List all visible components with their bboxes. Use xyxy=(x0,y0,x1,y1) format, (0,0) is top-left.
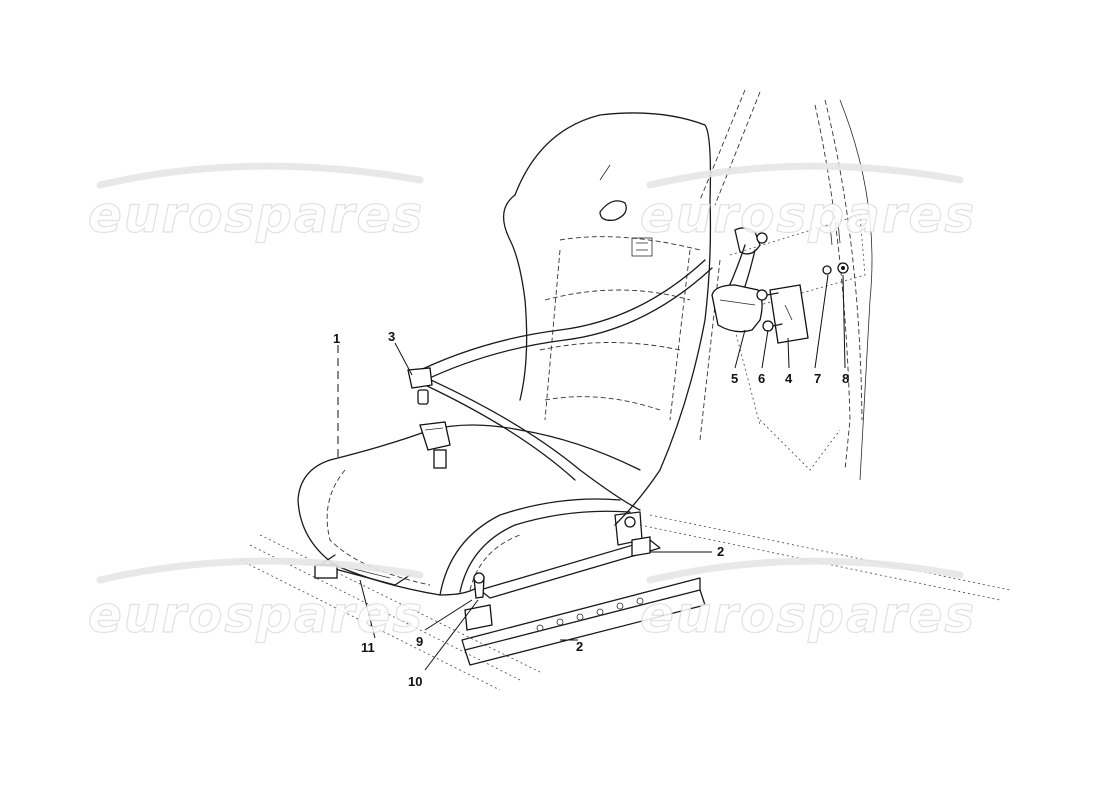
callout-7: 7 xyxy=(814,371,821,386)
watermark-text: eurospares xyxy=(640,586,976,644)
seat-slides xyxy=(314,511,706,666)
watermark-text: eurospares xyxy=(88,186,424,244)
belt-retractor xyxy=(711,227,768,333)
seat xyxy=(297,112,713,596)
car-body-outline xyxy=(699,89,873,481)
watermark: eurospares eurospares eurospares eurospa… xyxy=(87,162,976,645)
callout-1: 1 xyxy=(333,331,340,346)
callout-5: 5 xyxy=(731,371,738,386)
callout-2-upper: 2 xyxy=(717,544,724,559)
callout-3: 3 xyxy=(388,329,395,344)
watermark-text: eurospares xyxy=(640,186,976,244)
floor-rails xyxy=(239,514,1011,691)
callouts: 1 3 5 6 4 7 8 2 2 9 10 11 xyxy=(333,329,849,689)
callout-9: 9 xyxy=(416,634,423,649)
callout-11: 11 xyxy=(361,640,375,655)
callout-4: 4 xyxy=(785,371,793,386)
callout-10: 10 xyxy=(408,674,422,689)
callout-2-lower: 2 xyxy=(576,639,583,654)
watermark-text: eurospares xyxy=(88,586,424,644)
leader-lines xyxy=(337,274,846,671)
callout-8: 8 xyxy=(842,371,849,386)
anchor-plate xyxy=(756,262,849,344)
callout-6: 6 xyxy=(758,371,765,386)
